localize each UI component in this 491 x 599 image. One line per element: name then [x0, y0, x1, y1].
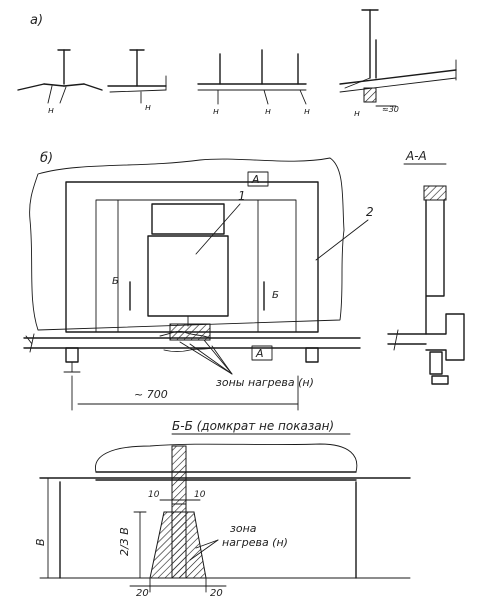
section-aa-screw: [429, 351, 443, 375]
part-b: б) А А Б Б 1 2: [23, 151, 374, 411]
jack-body: [147, 235, 229, 317]
part-b-label: б): [40, 151, 53, 166]
section-aa-top-block: [423, 185, 447, 201]
dim-20-left: 20: [136, 588, 149, 599]
dim-20-right: 20: [210, 588, 223, 599]
section-bb-plate-top: [95, 443, 358, 473]
dim-b: В: [34, 538, 47, 546]
dim-10-right: 10: [194, 490, 206, 500]
section-bb-title: Б-Б (домкрат не показан): [172, 419, 334, 433]
heat-zones-label: зоны нагрева (н): [216, 376, 314, 389]
plate-outline: [29, 157, 345, 331]
section-a-box-bottom: [251, 345, 273, 361]
marker-n-a2: н: [145, 103, 151, 113]
jack-frame-inner: [95, 199, 297, 333]
sketch-a1: н: [17, 49, 103, 116]
svg-text:≈30: ≈30: [382, 105, 399, 114]
section-b-mark-right: Б: [272, 290, 279, 301]
marker-n-a3c: н: [304, 107, 310, 117]
dimension-700: ~ 700: [134, 388, 168, 401]
marker-n-a1: н: [48, 106, 54, 116]
zone-label-2: нагрева (н): [222, 536, 288, 549]
zone-label-1: зона: [230, 522, 257, 535]
support-left: [65, 347, 79, 363]
callout-2: 2: [366, 205, 374, 219]
section-aa-title: А-А: [405, 149, 427, 163]
sketch-a4: н ≈30: [339, 9, 457, 119]
dim-10-left: 10: [148, 490, 160, 500]
dim-two-thirds-b: 2/3 В: [118, 527, 131, 556]
section-aa-foot: [431, 375, 449, 385]
section-a-box-top: [247, 171, 269, 187]
support-right: [305, 347, 319, 363]
marker-n-a4: н: [354, 109, 360, 119]
section-b-mark-left: Б: [112, 276, 119, 287]
section-aa: А-А: [387, 149, 465, 385]
marker-n-a3b: н: [265, 107, 271, 117]
section-bb-heat-zone: [149, 511, 207, 579]
section-a-mark-top: А: [251, 173, 260, 186]
sketch-a2: н: [107, 49, 167, 113]
sketch-a3: н н н: [197, 49, 310, 117]
heat-zone-b: [169, 323, 211, 341]
section-bb: Б-Б (домкрат не показан) 10 10 2/3 В В з…: [34, 419, 411, 599]
section-a-mark-bottom: А: [255, 347, 264, 360]
callout-1: 1: [238, 189, 246, 203]
marker-n-a3a: н: [213, 107, 219, 117]
jack-head: [151, 203, 225, 235]
part-a: а) н н: [17, 9, 457, 119]
section-aa-profile: [425, 199, 465, 361]
heat-zone-a4: [363, 87, 377, 103]
part-a-label: а): [30, 13, 43, 28]
